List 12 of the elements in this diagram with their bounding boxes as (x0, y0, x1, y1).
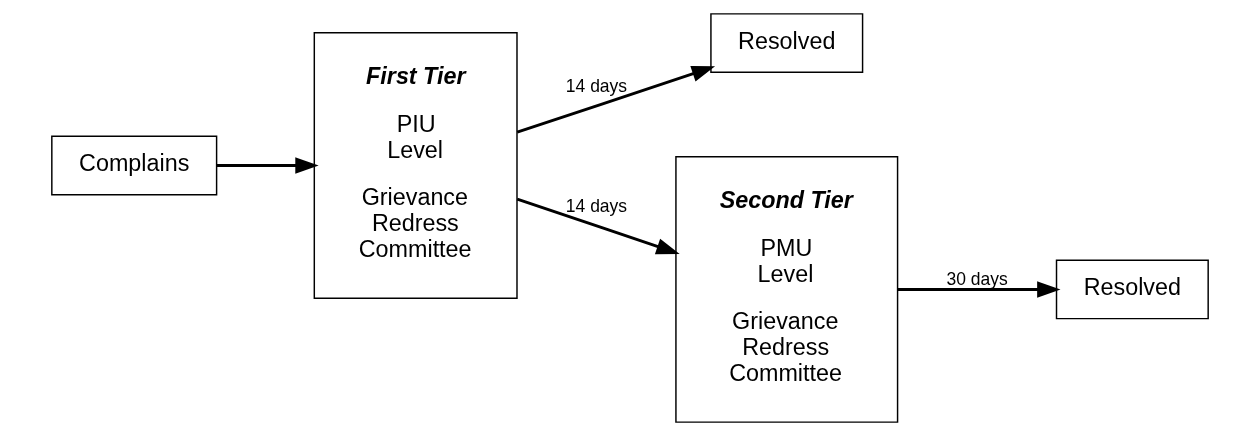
arrow (516, 66, 715, 134)
arrow (216, 157, 319, 174)
edge-label: 14 days (565, 195, 627, 216)
arrow (897, 281, 1060, 298)
node-box: Resolved (709, 13, 863, 73)
edge-label: 14 days (565, 76, 627, 97)
node-box: First Tier PIU Level Grievance Redress Committee (313, 32, 518, 299)
node-box: Complains (50, 135, 217, 196)
node-box: Second Tier PMU Level Grievance Redress Committee (674, 156, 898, 423)
edge-label: 30 days (945, 268, 1008, 289)
arrow (516, 197, 680, 255)
node-box: Resolved (1055, 259, 1209, 320)
